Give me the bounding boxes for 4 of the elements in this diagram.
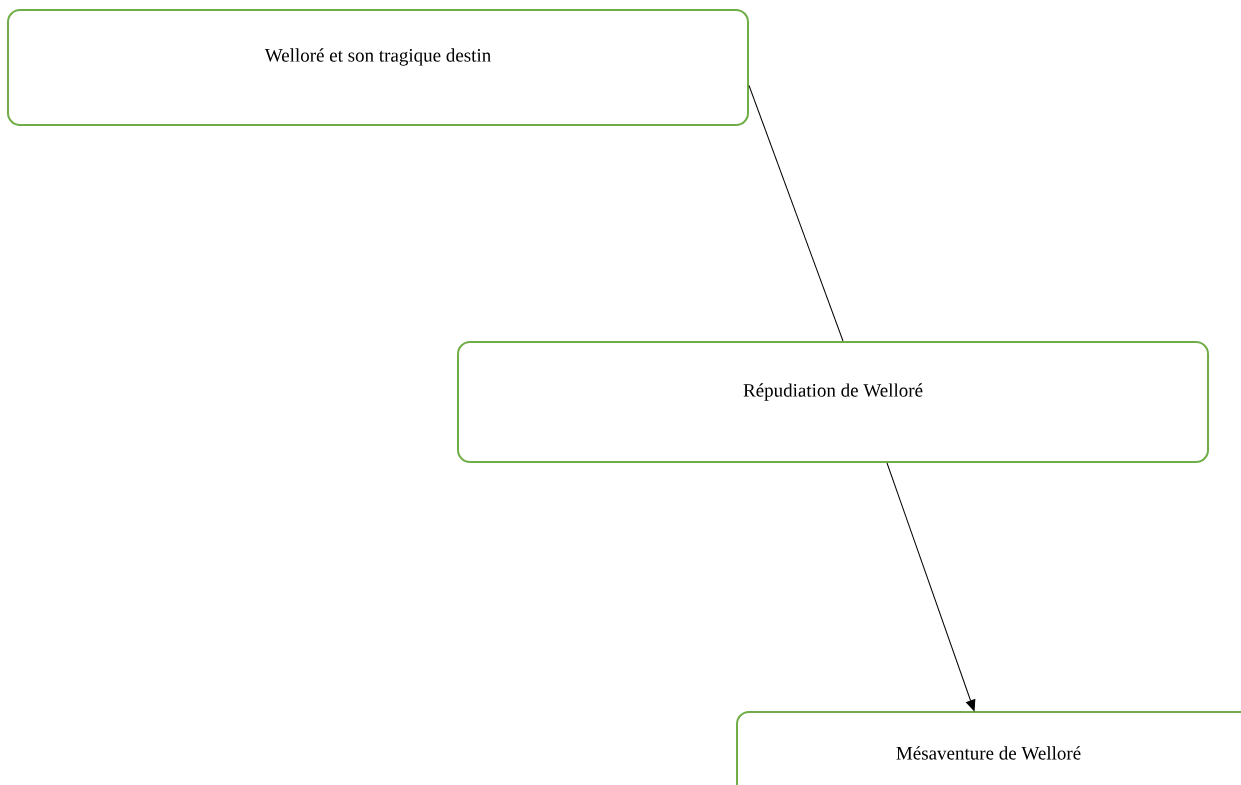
arrow <box>886 462 976 712</box>
process-box: Répudiation de Welloré <box>457 341 1209 463</box>
process-box: Mésaventure de Welloré <box>736 711 1241 785</box>
process-box: Welloré et son tragique destin <box>7 9 749 126</box>
